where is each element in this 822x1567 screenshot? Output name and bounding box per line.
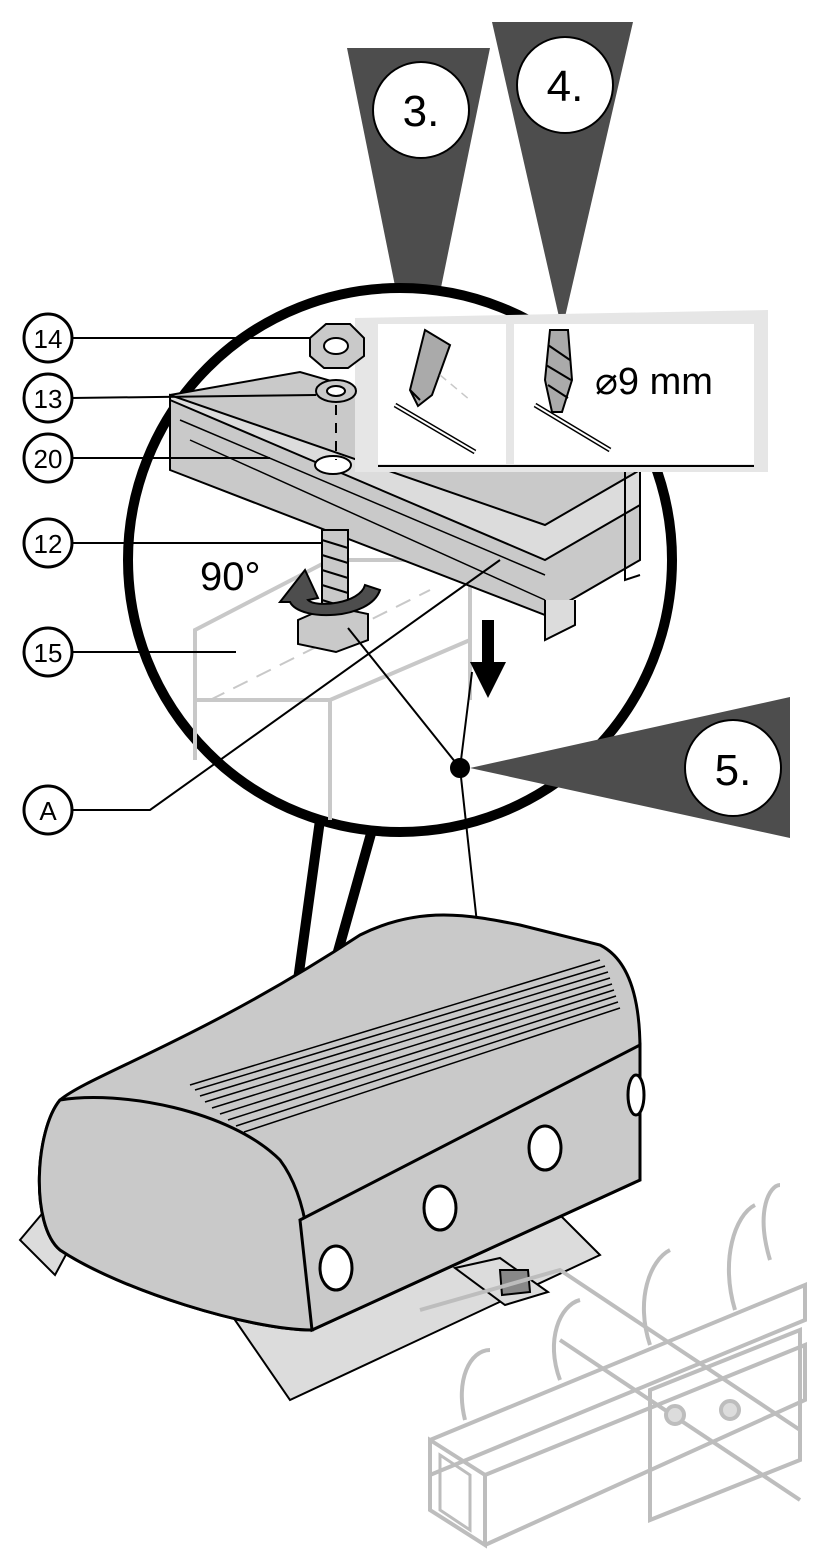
rotate-90-arrow-icon (277, 568, 382, 617)
drill-inset: ⌀9 mm (355, 310, 768, 472)
down-arrow-icon (470, 620, 506, 698)
callout-20: 20 (22, 432, 270, 484)
callout-12: 12 (22, 517, 322, 569)
callout-A: A (22, 559, 501, 836)
callout-14-text: 14 (34, 324, 63, 354)
hex-nut (309, 323, 365, 369)
step-3-pointer: 3. (347, 48, 490, 400)
drill-diameter-text: ⌀9 mm (595, 361, 713, 403)
callout-14: 14 (22, 312, 310, 364)
mounting-rack (419, 1183, 807, 1549)
callout-A-text: A (39, 796, 57, 826)
center-punch-icon (393, 328, 477, 455)
step-3-label: 3. (403, 87, 440, 136)
drill-bit-icon (533, 329, 612, 453)
step-5-pointer: 5. (470, 697, 790, 838)
callout-13-text: 13 (34, 384, 63, 414)
step-4-label: 4. (547, 62, 584, 111)
rotation-angle-text: 90° (200, 555, 261, 599)
callout-12-text: 12 (34, 529, 63, 559)
step-5-label: 5. (715, 746, 752, 795)
step-4-pointer: 4. (492, 22, 633, 330)
mounting-rail (169, 370, 641, 642)
callout-15-text: 15 (34, 638, 63, 668)
callout-15: 15 (22, 626, 236, 678)
washer (315, 379, 357, 403)
callout-20-text: 20 (34, 444, 63, 474)
callout-13: 13 (22, 372, 317, 424)
detail-magnifier: ⌀9 mm 90° (123, 283, 768, 1111)
solar-collector-housing (18, 913, 646, 1402)
